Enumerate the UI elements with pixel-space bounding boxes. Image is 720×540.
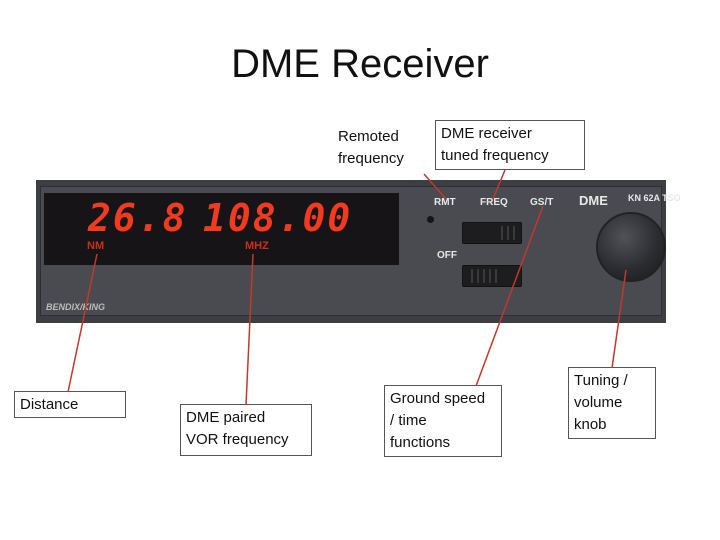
distance-unit-label: NM [87, 240, 105, 252]
mode-selector-switch[interactable] [462, 222, 522, 244]
callout-remoted-frequency: Remoted frequency [333, 124, 417, 176]
callout-line: DME paired [186, 409, 266, 426]
leader-line-ground-speed [475, 205, 544, 387]
gst-label: GS/T [530, 197, 554, 208]
led-display [44, 193, 399, 265]
callout-line: knob [574, 416, 607, 433]
callout-line: DME receiver [441, 125, 532, 142]
callout-line: Ground speed [390, 390, 486, 407]
model-label: KN 62A TSO [628, 193, 681, 203]
leader-line-remoted [423, 173, 447, 200]
freq-label: FREQ [480, 197, 508, 208]
callout-line: tuned frequency [441, 147, 549, 164]
callout-line: frequency [338, 150, 404, 167]
callout-line: VOR frequency [186, 431, 289, 448]
annunciator-light [427, 216, 434, 223]
leader-line-tuned [492, 169, 506, 200]
power-switch[interactable] [462, 265, 522, 287]
callout-line: Remoted [338, 128, 399, 145]
off-label: OFF [437, 250, 457, 261]
diagram-title: DME Receiver [231, 42, 489, 86]
frequency-unit-label: MHZ [245, 240, 269, 252]
tuning-volume-knob[interactable] [596, 212, 666, 282]
callout-line: Tuning / [574, 372, 628, 389]
distance-readout: 26.8 [88, 196, 188, 240]
frequency-readout: 108.00 [203, 196, 353, 240]
callout-line: / time [390, 412, 427, 429]
brand-logo: BENDIX/KING [46, 302, 106, 312]
callout-line: Distance [20, 396, 79, 413]
callout-tuning-knob: Tuning / volume knob [568, 367, 656, 439]
dme-label: DME [579, 193, 608, 208]
callout-ground-speed: Ground speed / time functions [384, 385, 502, 457]
callout-line: functions [390, 434, 451, 451]
leader-line-paired-vor [245, 253, 254, 406]
leader-line-distance [67, 253, 98, 393]
callout-tuned-frequency: DME receiver tuned frequency [435, 120, 585, 170]
callout-distance: Distance [14, 391, 126, 418]
rmt-label: RMT [434, 197, 456, 208]
callout-line: volume [574, 394, 623, 411]
leader-line-knob [611, 269, 627, 369]
